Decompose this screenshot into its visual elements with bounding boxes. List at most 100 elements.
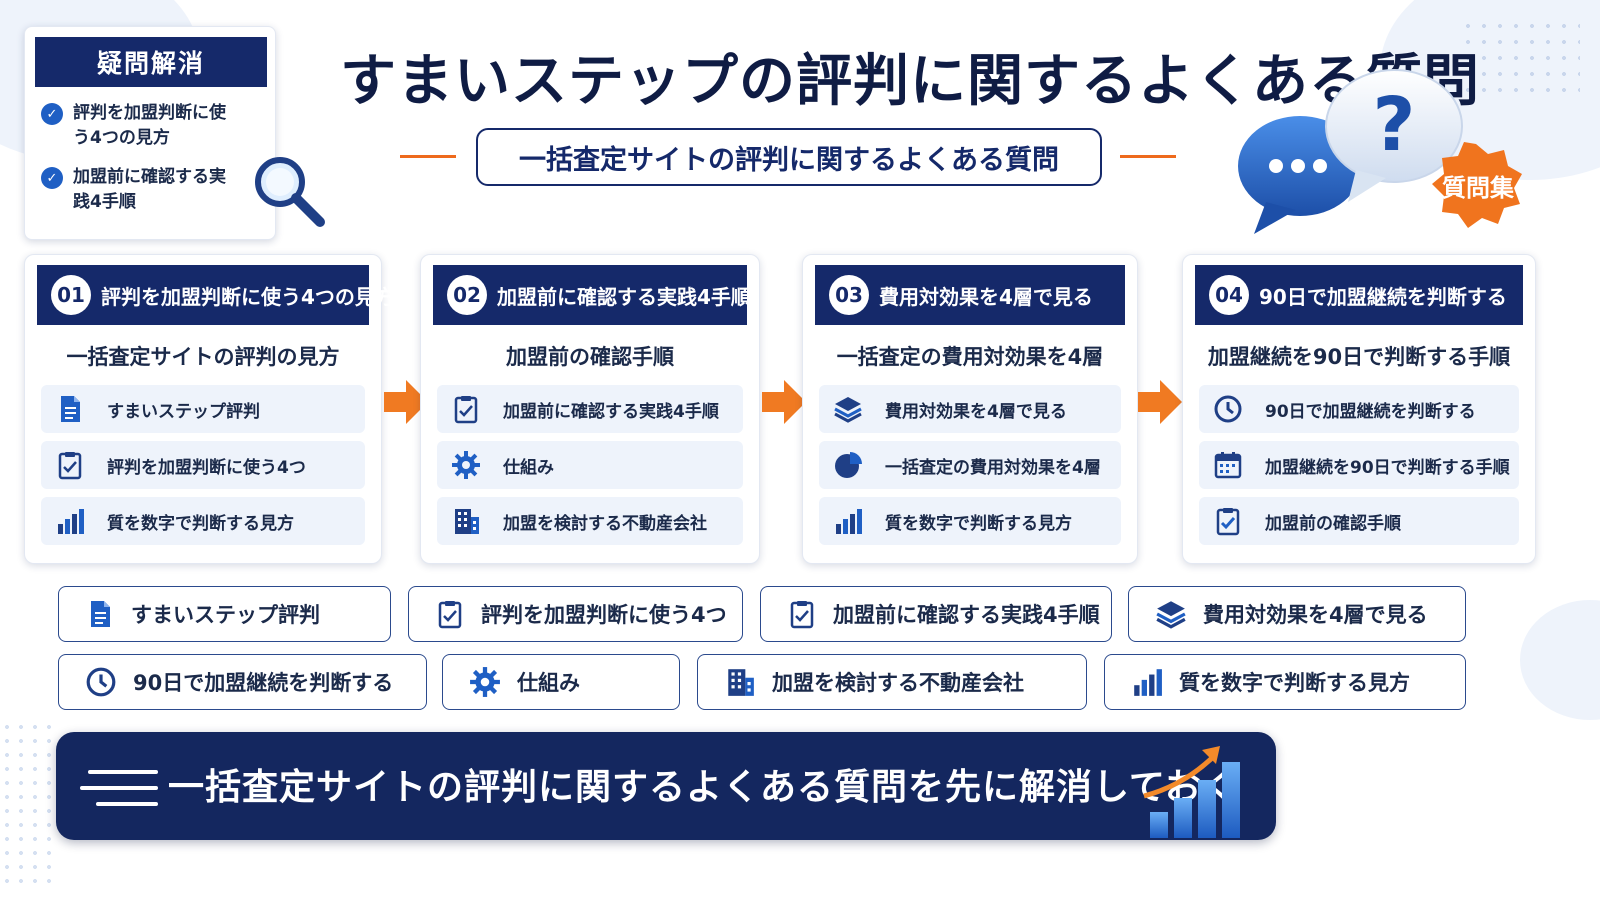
- tag-label: 費用対効果を4層で見る: [1203, 603, 1428, 627]
- background-blob: [1520, 600, 1600, 720]
- arrow-right-icon: [1138, 380, 1182, 424]
- step-item-label: 一括査定の費用対効果を4層: [885, 457, 1101, 478]
- step-item-label: 90日で加盟継続を判断する: [1265, 401, 1476, 422]
- magnifier-icon: [255, 157, 325, 227]
- subtitle-decoration: [1120, 155, 1176, 158]
- background-dots: [1460, 18, 1580, 98]
- step-item-label: 加盟前の確認手順: [1265, 513, 1401, 534]
- subtitle-decoration: [400, 155, 456, 158]
- summary-item: ✓ 加盟前に確認する実践4手順: [41, 165, 233, 215]
- step-item: すまいステップ評判: [41, 385, 365, 433]
- subtitle-block: 一括査定サイトの評判に関するよくある質問: [400, 128, 1180, 186]
- step-item-label: 加盟前に確認する実践4手順: [503, 401, 719, 422]
- step-subtitle: 加盟継続を90日で判断する手順: [1207, 345, 1511, 369]
- building-icon: [728, 669, 754, 696]
- pie-chart-icon: [835, 452, 862, 478]
- step-number: 03: [829, 275, 869, 315]
- building-icon: [455, 509, 479, 534]
- tag-label: 評判を加盟判断に使う4つ: [481, 603, 727, 627]
- summary-item: ✓ 評判を加盟判断に使う4つの見方: [41, 101, 233, 151]
- step-number: 01: [51, 275, 91, 315]
- summary-card-title: 疑問解消: [35, 37, 267, 87]
- arrow-right-icon: [384, 380, 428, 424]
- step-card-02: 02 加盟前に確認する実践4手順 加盟前の確認手順 加盟前に確認する実践4手順 …: [420, 254, 760, 564]
- summary-item-label: 評判を加盟判断に使う4つの見方: [73, 103, 226, 148]
- layers-icon: [834, 397, 862, 423]
- faq-badge: 質問集: [1442, 174, 1514, 202]
- step-title: 費用対効果を4層で見る: [879, 284, 1093, 309]
- tag-item: 加盟を検討する不動産会社: [697, 654, 1087, 710]
- tag-item: 加盟前に確認する実践4手順: [760, 586, 1112, 642]
- step-title: 加盟前に確認する実践4手順: [497, 284, 751, 309]
- tag-label: 仕組み: [517, 671, 580, 695]
- check-icon: ✓: [41, 167, 63, 189]
- step-item: 加盟前の確認手順: [1199, 497, 1519, 545]
- speed-lines-icon: [80, 770, 158, 806]
- bar-chart-icon: [836, 509, 862, 534]
- arrow-right-icon: [762, 380, 806, 424]
- step-card-04: 04 90日で加盟継続を判断する 加盟継続を90日で判断する手順 90日で加盟継…: [1182, 254, 1536, 564]
- step-item: 加盟前に確認する実践4手順: [437, 385, 743, 433]
- step-item: 質を数字で判断する見方: [819, 497, 1121, 545]
- gear-icon: [470, 667, 500, 697]
- document-icon: [91, 601, 110, 627]
- step-header: 01 評判を加盟判断に使う4つの見方: [37, 265, 395, 325]
- step-item-label: 加盟継続を90日で判断する手順: [1265, 457, 1510, 478]
- step-number: 02: [447, 275, 487, 315]
- step-title: 90日で加盟継続を判断する: [1259, 284, 1507, 309]
- step-header: 04 90日で加盟継続を判断する: [1195, 265, 1523, 325]
- step-header: 02 加盟前に確認する実践4手順: [433, 265, 751, 325]
- checklist-icon: [454, 396, 478, 424]
- tag-label: 90日で加盟継続を判断する: [133, 671, 394, 695]
- tag-item: すまいステップ評判: [58, 586, 391, 642]
- step-number: 04: [1209, 275, 1249, 315]
- check-icon: ✓: [41, 103, 63, 125]
- step-card-03: 03 費用対効果を4層で見る 一括査定の費用対効果を4層 費用対効果を4層で見る…: [802, 254, 1138, 564]
- step-item-label: 評判を加盟判断に使う4つ: [107, 457, 306, 478]
- step-item-label: 質を数字で判断する見方: [107, 513, 294, 534]
- tag-label: 加盟前に確認する実践4手順: [833, 603, 1100, 627]
- summary-item-label: 加盟前に確認する実践4手順: [73, 167, 226, 212]
- gear-icon: [452, 451, 480, 479]
- bar-chart-icon: [58, 509, 84, 534]
- tag-item: 90日で加盟継続を判断する: [58, 654, 427, 710]
- clock-icon: [86, 667, 116, 697]
- step-item: 加盟を検討する不動産会社: [437, 497, 743, 545]
- step-item: 加盟継続を90日で判断する手順: [1199, 441, 1519, 489]
- step-title: 評判を加盟判断に使う4つの見方: [101, 284, 395, 309]
- checklist-icon: [790, 601, 814, 629]
- step-header: 03 費用対効果を4層で見る: [815, 265, 1125, 325]
- step-item-label: 質を数字で判断する見方: [885, 513, 1072, 534]
- faq-summary-card: 疑問解消 ✓ 評判を加盟判断に使う4つの見方 ✓ 加盟前に確認する実践4手順: [24, 26, 276, 240]
- step-subtitle: 一括査定サイトの評判の見方: [66, 345, 340, 369]
- step-card-01: 01 評判を加盟判断に使う4つの見方 一括査定サイトの評判の見方 すまいステップ…: [24, 254, 395, 564]
- bottom-banner: 一括査定サイトの評判に関するよくある質問を先に解消しておく: [56, 732, 1276, 840]
- tag-label: 質を数字で判断する見方: [1179, 671, 1410, 695]
- tag-item: 評判を加盟判断に使う4つ: [408, 586, 743, 642]
- checklist-icon: [438, 601, 462, 629]
- banner-message: 一括査定サイトの評判に関するよくある質問を先に解消しておく: [168, 767, 1239, 808]
- step-item: 質を数字で判断する見方: [41, 497, 365, 545]
- step-item-label: すまいステップ評判: [107, 401, 260, 422]
- step-item: 評判を加盟判断に使う4つ: [41, 441, 365, 489]
- tag-item: 仕組み: [442, 654, 680, 710]
- step-subtitle: 加盟前の確認手順: [506, 345, 674, 369]
- step-subtitle: 一括査定の費用対効果を4層: [836, 345, 1104, 369]
- step-item: 費用対効果を4層で見る: [819, 385, 1121, 433]
- step-item-label: 加盟を検討する不動産会社: [503, 513, 707, 534]
- calendar-icon: [1214, 452, 1242, 479]
- tag-label: すまいステップ評判: [131, 603, 320, 627]
- subtitle: 一括査定サイトの評判に関するよくある質問: [476, 128, 1102, 186]
- layers-icon: [1156, 601, 1186, 629]
- clock-icon: [1214, 395, 1242, 423]
- document-icon: [61, 396, 80, 422]
- page-title: すまいステップの評判に関するよくある質問: [340, 49, 1480, 114]
- svg-text:?: ?: [1373, 82, 1416, 168]
- speech-bubbles-icon: ?: [1238, 69, 1522, 234]
- clipboard-check-icon: [1216, 508, 1240, 536]
- tag-item: 質を数字で判断する見方: [1104, 654, 1466, 710]
- tag-item: 費用対効果を4層で見る: [1128, 586, 1466, 642]
- tag-label: 加盟を検討する不動産会社: [772, 671, 1024, 695]
- step-item-label: 仕組み: [503, 457, 554, 478]
- checklist-icon: [58, 452, 82, 480]
